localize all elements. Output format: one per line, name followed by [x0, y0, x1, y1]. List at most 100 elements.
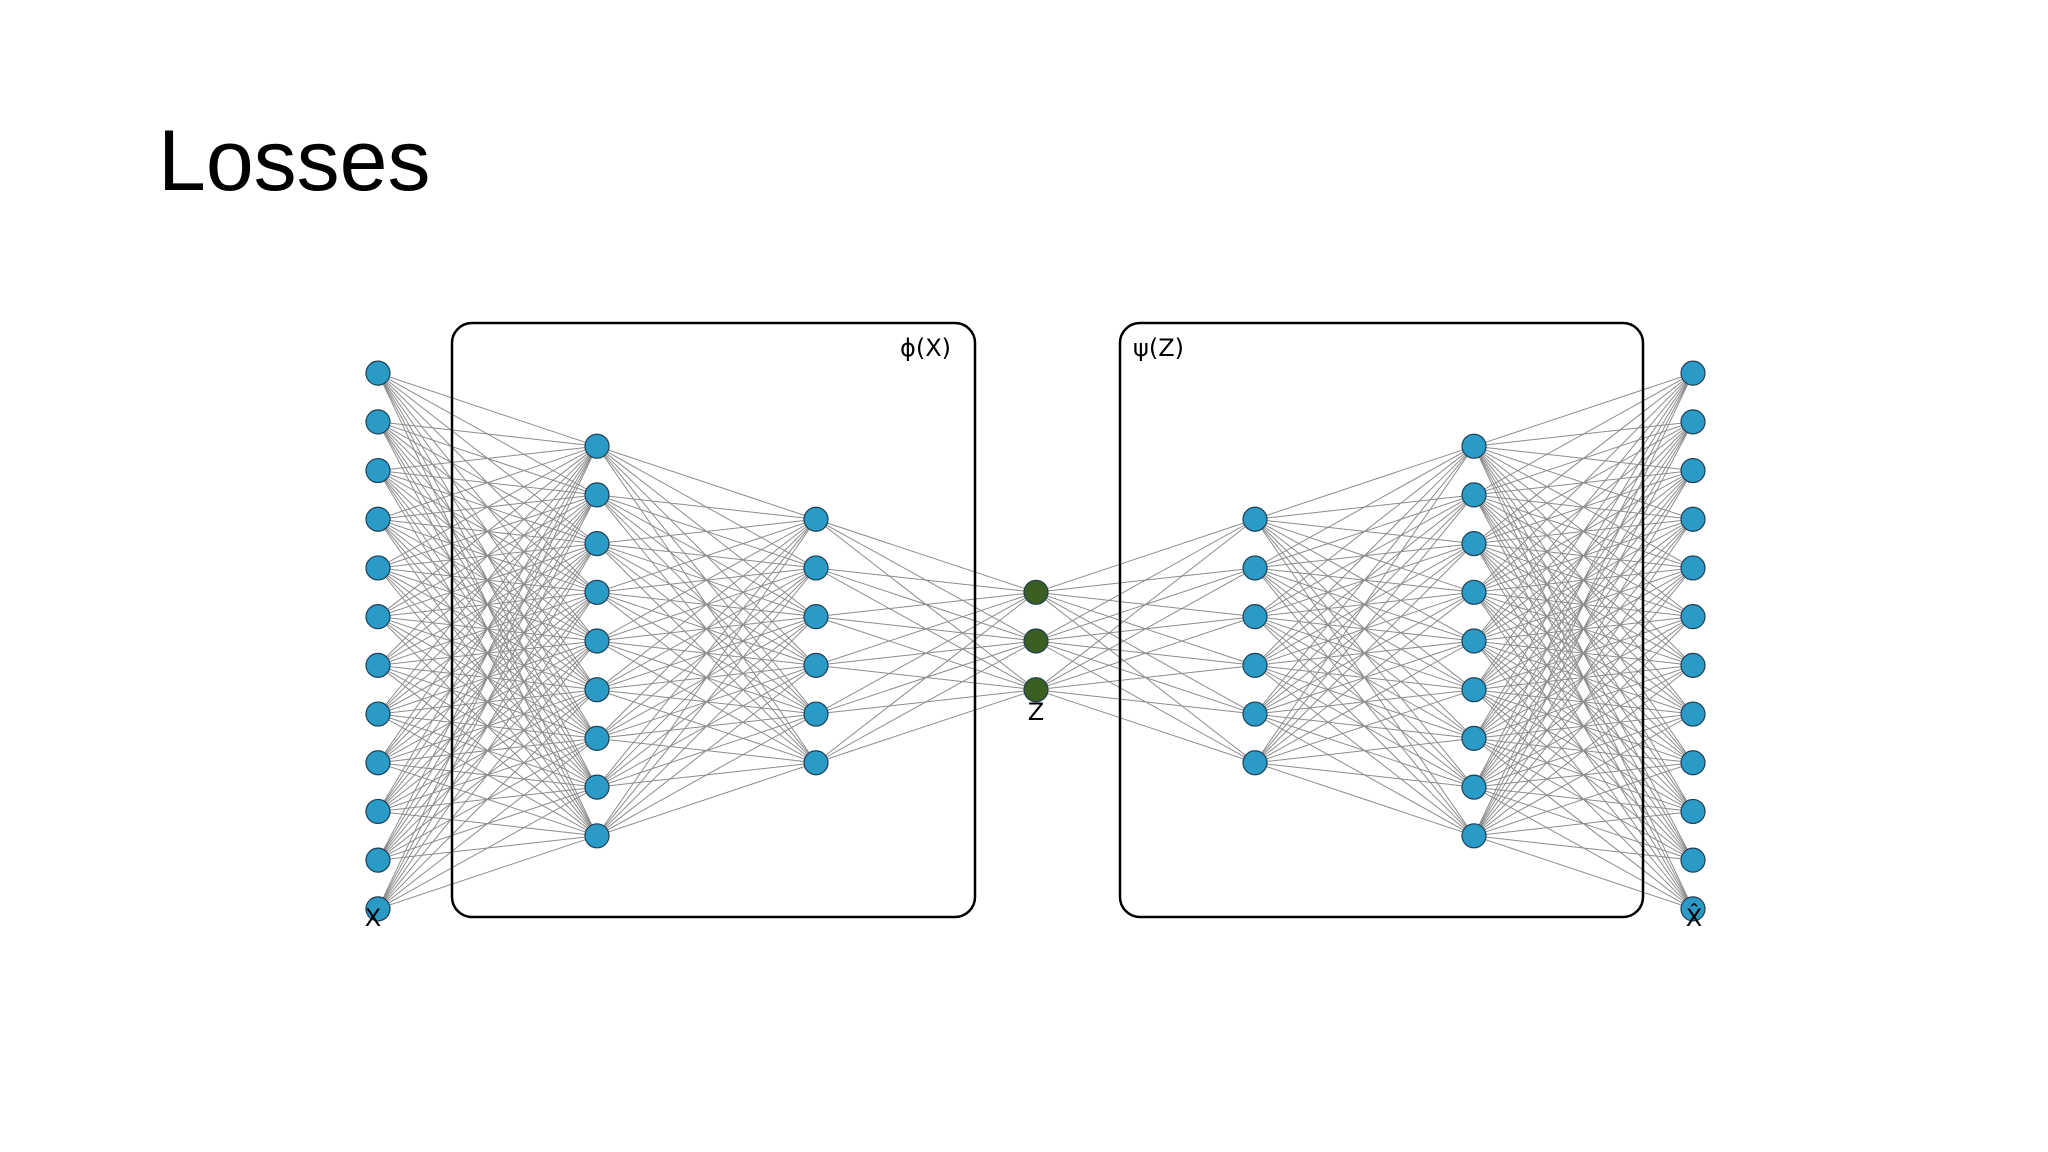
- neuron-node-6-5: [1680, 604, 1706, 630]
- edge-4-0-0: [1254, 445, 1475, 520]
- neuron-node-0-10: [365, 847, 391, 873]
- edge-4-3-0: [1254, 445, 1475, 666]
- output-label: X̂: [1686, 904, 1702, 932]
- slide-title: Losses: [158, 113, 431, 209]
- edge-5-8-6: [1473, 664, 1694, 837]
- edge-5-8-8: [1473, 762, 1694, 837]
- edge-5-4-0: [1473, 372, 1694, 642]
- neuron-node-6-2: [1680, 457, 1706, 484]
- edge-0-11-2: [377, 543, 598, 910]
- neuron-node-0-11: [365, 896, 391, 922]
- neuron-node-1-8: [584, 823, 610, 849]
- edge-0-0-0: [377, 372, 598, 447]
- edge-5-5-0: [1473, 372, 1694, 690]
- edge-0-11-7: [377, 786, 598, 910]
- latent-label: Z: [1028, 698, 1044, 726]
- edge-0-11-0: [377, 445, 598, 910]
- decoder-box: [1118, 321, 1645, 919]
- neuron-node-1-1: [584, 482, 610, 508]
- edge-1-1-0: [596, 494, 817, 520]
- edge-5-2-0: [1473, 372, 1694, 544]
- neuron-node-6-7: [1680, 701, 1706, 727]
- input-label: X: [365, 904, 381, 932]
- edge-5-8-5: [1473, 616, 1694, 837]
- neuron-node-6-11: [1680, 896, 1706, 922]
- edge-5-8-11: [1473, 835, 1694, 910]
- edge-0-8-0: [377, 445, 598, 764]
- edge-0-11-4: [377, 640, 598, 910]
- neuron-node-2-0: [803, 506, 829, 532]
- neuron-node-6-6: [1680, 652, 1706, 678]
- edge-5-6-0: [1473, 372, 1694, 739]
- edge-3-2-0: [1035, 518, 1256, 691]
- neuron-node-6-3: [1680, 506, 1706, 532]
- edge-2-4-0: [815, 591, 1037, 715]
- edge-0-1-0: [377, 421, 598, 447]
- neuron-node-2-4: [803, 701, 829, 727]
- edge-4-5-8: [1254, 762, 1475, 837]
- edge-5-8-2: [1473, 470, 1694, 837]
- edge-5-8-7: [1473, 713, 1694, 837]
- edge-0-5-0: [377, 445, 598, 618]
- edge-1-5-0: [596, 518, 817, 691]
- neuron-node-5-5: [1461, 677, 1487, 703]
- edge-4-5-1: [1254, 494, 1475, 764]
- neuron-node-0-4: [365, 555, 391, 581]
- neuron-node-2-2: [803, 604, 829, 630]
- edge-4-5-4: [1254, 640, 1475, 764]
- neuron-node-2-1: [803, 555, 829, 581]
- edge-5-1-0: [1473, 372, 1694, 496]
- neuron-node-2-5: [803, 750, 829, 776]
- edge-3-2-4: [1035, 689, 1256, 715]
- edge-3-2-5: [1035, 689, 1256, 764]
- edge-0-11-3: [377, 592, 598, 910]
- neuron-node-4-0: [1242, 506, 1268, 532]
- edge-4-5-7: [1254, 762, 1475, 788]
- decoder-label: ψ(Z): [1133, 334, 1184, 362]
- edge-3-2-2: [1035, 616, 1256, 691]
- edge-4-4-0: [1254, 445, 1475, 715]
- edge-0-7-0: [377, 445, 598, 715]
- edge-1-8-0: [596, 518, 817, 837]
- neuron-node-4-1: [1242, 555, 1268, 581]
- neuron-node-1-4: [584, 628, 610, 654]
- neuron-node-1-0: [584, 433, 610, 459]
- encoder-label: ϕ(X): [900, 334, 951, 362]
- neuron-node-1-5: [584, 677, 610, 703]
- edge-1-7-0: [596, 518, 817, 788]
- edge-0-3-0: [377, 445, 598, 520]
- edge-5-3-0: [1473, 372, 1694, 593]
- neuron-node-5-0: [1461, 433, 1487, 459]
- neuron-node-4-4: [1242, 701, 1268, 727]
- neuron-node-6-1: [1680, 409, 1706, 435]
- edge-3-1-0: [1035, 518, 1256, 642]
- edge-0-11-8: [377, 835, 598, 910]
- edge-1-8-4: [596, 713, 817, 837]
- edge-1-4-0: [596, 518, 817, 642]
- neuron-node-1-7: [584, 774, 610, 800]
- edge-5-8-4: [1473, 567, 1694, 837]
- neuron-node-2-3: [803, 652, 829, 678]
- edge-2-1-0: [815, 567, 1037, 593]
- edge-2-2-0: [815, 591, 1037, 618]
- edge-1-2-0: [596, 518, 817, 545]
- edge-4-5-6: [1254, 737, 1475, 764]
- neuron-node-5-3: [1461, 579, 1487, 605]
- encoder-box: [450, 321, 977, 919]
- neuron-nodes: [365, 360, 1706, 922]
- neuron-node-4-5: [1242, 750, 1268, 776]
- neuron-node-5-7: [1461, 774, 1487, 800]
- neuron-node-0-7: [365, 701, 391, 727]
- edge-4-1-0: [1254, 445, 1475, 569]
- edge-4-5-5: [1254, 689, 1475, 764]
- edge-4-5-2: [1254, 543, 1475, 764]
- edge-4-5-0: [1254, 445, 1475, 764]
- edge-3-2-3: [1035, 664, 1256, 691]
- edge-2-5-0: [815, 591, 1037, 764]
- edge-1-8-1: [596, 567, 817, 837]
- edge-4-5-3: [1254, 591, 1475, 764]
- neuron-node-6-0: [1680, 360, 1706, 386]
- edge-5-8-9: [1473, 810, 1694, 837]
- edge-0-4-0: [377, 445, 598, 569]
- edge-2-5-2: [815, 689, 1037, 764]
